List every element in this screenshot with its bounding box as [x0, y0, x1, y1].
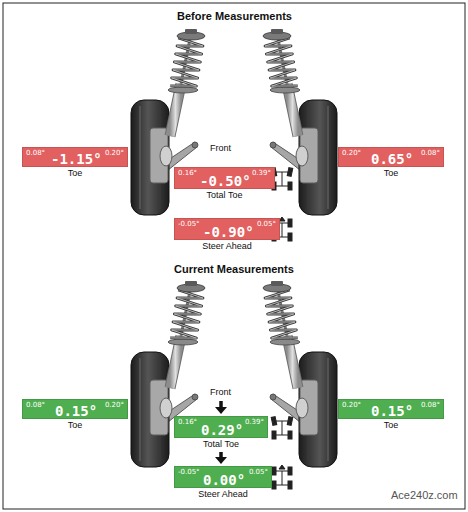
arrow-head: [215, 457, 227, 464]
measurement-readout: -0.05° 0.05°-0.90°Steer Ahead: [174, 218, 280, 252]
readout-caption: Steer Ahead: [174, 241, 280, 252]
front-label: Front: [210, 387, 231, 398]
tolerance-max: 0.20°: [105, 401, 124, 409]
tolerance-max: 0.39°: [245, 418, 264, 426]
readout-caption: Steer Ahead: [174, 489, 272, 500]
tolerance-min: 0.20°: [342, 401, 361, 409]
value-box: 0.16° 0.39°-0.50°: [174, 167, 275, 189]
readout-caption: Total Toe: [174, 439, 268, 450]
measured-value: 0.00°: [203, 473, 245, 488]
front-arrow: [215, 401, 227, 414]
value-box: -0.05° 0.05°-0.90°: [174, 218, 280, 240]
measured-value: -0.50°: [200, 174, 251, 189]
tolerance-max: 0.20°: [105, 149, 124, 157]
value-box: 0.16° 0.39°0.29°: [174, 416, 268, 438]
measured-value: 0.15°: [371, 404, 413, 419]
measured-value: -1.15°: [51, 152, 102, 167]
measured-value: 0.29°: [201, 423, 243, 438]
readout-caption: Toe: [22, 420, 128, 431]
readout-caption: Toe: [338, 168, 444, 179]
tolerance-min: 0.08°: [26, 401, 45, 409]
measurement-readout: 0.16° 0.39°0.29°Total Toe: [174, 416, 268, 450]
measurement-readout: 0.08° 0.20° 0.15°Toe: [22, 399, 128, 431]
tolerance-min: 0.16°: [178, 169, 197, 177]
tolerance-min: 0.16°: [178, 418, 197, 426]
value-box: 0.08° 0.20° 0.15°: [22, 399, 128, 419]
measurement-readout: -0.05° 0.05° 0.00°Steer Ahead: [174, 466, 272, 500]
tolerance-max: 0.08°: [421, 149, 440, 157]
tolerance-max: 0.39°: [252, 169, 271, 177]
measurement-readout: 0.16° 0.39°-0.50°Total Toe: [174, 167, 275, 201]
tolerance-max: 0.05°: [257, 220, 276, 228]
tolerance-min: -0.05°: [178, 220, 200, 228]
readout-caption: Toe: [22, 168, 128, 179]
watermark: Ace240z.com: [391, 489, 458, 501]
tolerance-min: 0.08°: [26, 149, 45, 157]
readout-caption: Toe: [338, 420, 444, 431]
measurement-readout: 0.20° 0.08° 0.15°Toe: [338, 399, 444, 431]
readout-caption: Total Toe: [174, 190, 275, 201]
measurement-readout: 0.08° 0.20°-1.15°Toe: [22, 147, 128, 179]
flow-arrow: [215, 452, 227, 464]
measurement-readout: 0.20° 0.08° 0.65°Toe: [338, 147, 444, 179]
measured-value: 0.65°: [371, 152, 413, 167]
measured-value: 0.15°: [55, 404, 97, 419]
section-heading: Before Measurements: [177, 10, 292, 23]
value-box: 0.20° 0.08° 0.65°: [338, 147, 444, 167]
value-box: -0.05° 0.05° 0.00°: [174, 466, 272, 488]
section-heading: Current Measurements: [174, 263, 294, 276]
tolerance-min: -0.05°: [178, 468, 200, 476]
value-box: 0.08° 0.20°-1.15°: [22, 147, 128, 167]
measured-value: -0.90°: [203, 225, 254, 240]
value-box: 0.20° 0.08° 0.15°: [338, 399, 444, 419]
front-label: Front: [210, 143, 231, 154]
tolerance-max: 0.05°: [249, 468, 268, 476]
tolerance-min: 0.20°: [342, 149, 361, 157]
tolerance-max: 0.08°: [421, 401, 440, 409]
